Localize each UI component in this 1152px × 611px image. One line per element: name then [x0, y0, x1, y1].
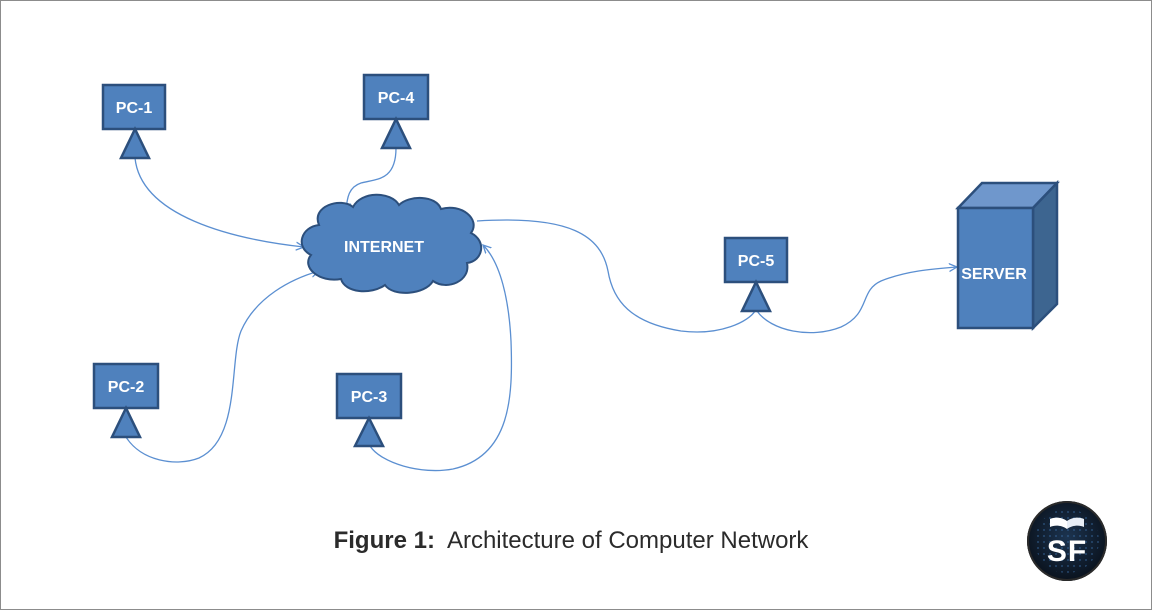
logo-text: SF	[1046, 535, 1088, 568]
internet-cloud-icon: INTERNET	[300, 193, 482, 294]
pc-4-node: PC-4	[362, 73, 430, 150]
pc-2-node: PC-2	[92, 362, 160, 439]
pc-1-label: PC-1	[116, 100, 153, 117]
pc-5-node: PC-5	[723, 236, 789, 313]
caption-number: Figure 1:	[333, 527, 435, 554]
logo-dots	[1035, 509, 1099, 573]
link-internet-pc5	[476, 219, 756, 333]
links	[125, 147, 957, 472]
caption-text: Architecture of Computer Network	[446, 527, 809, 554]
link-pc4-internet	[346, 147, 397, 211]
pc-4-label: PC-4	[378, 90, 415, 107]
internet-label: INTERNET	[344, 239, 424, 256]
figure-caption: Figure 1: Architecture of Computer Networ…	[1, 527, 1141, 555]
pc-2-label: PC-2	[108, 379, 145, 396]
pc-1-node: PC-1	[101, 83, 167, 160]
link-pc2-internet	[125, 271, 319, 463]
link-pc1-internet	[134, 157, 304, 247]
link-pc3-internet	[369, 245, 513, 472]
pc-3-node: PC-3	[335, 372, 403, 448]
server-node: SERVER	[955, 179, 1060, 332]
sf-logo: SF	[1027, 501, 1107, 581]
link-pc5-server	[756, 267, 957, 334]
server-label: SERVER	[961, 266, 1027, 283]
pc-5-label: PC-5	[738, 253, 775, 270]
book-icon	[1050, 517, 1084, 529]
pc-3-label: PC-3	[351, 389, 388, 406]
